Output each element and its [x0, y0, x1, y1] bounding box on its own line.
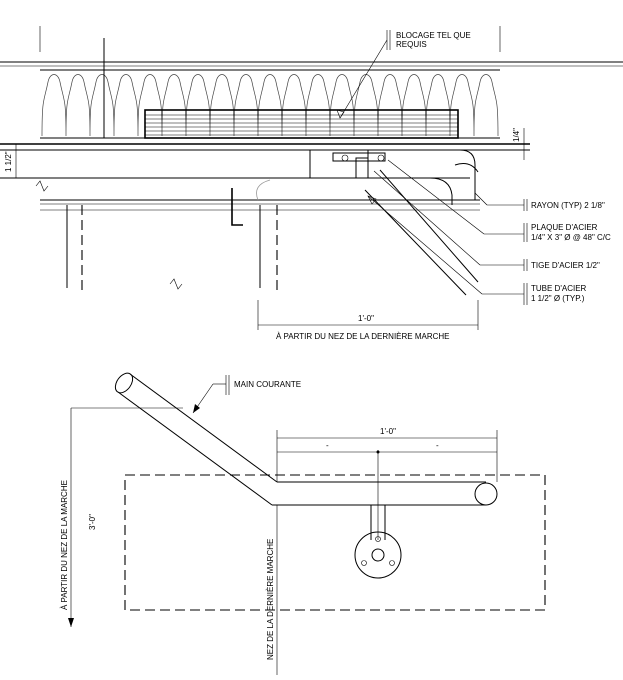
- plate-bolt-left: [341, 154, 349, 162]
- callout-plate: PLAQUE D'ACIER 1/4" X 3" Ø @ 48" C/C: [387, 159, 611, 242]
- callout-tube: TUBE D'ACIER 1 1/2" Ø (TYP.): [367, 195, 587, 305]
- dim-right-height-label: 1/4": [512, 128, 521, 142]
- last-nosing-label: NEZ DE LA DERNIÈRE MARCHE: [266, 539, 275, 660]
- plan-dim-right-half: -: [436, 441, 439, 450]
- blocking: [144, 109, 459, 139]
- insulation-batt-pattern: [41, 74, 499, 137]
- section-view: 1 1/2" 1/4" 1'-0" À PARTIR DU NEZ DE LA …: [0, 26, 623, 341]
- plan-dim-left-half: -: [326, 441, 329, 450]
- blocking-label-1: BLOCAGE TEL QUE: [396, 31, 471, 40]
- dim-horizontal: 1'-0" À PARTIR DU NEZ DE LA DERNIÈRE MAR…: [257, 300, 479, 341]
- tube-end-cap: [454, 163, 479, 173]
- tube-label-2: 1 1/2" Ø (TYP.): [531, 294, 585, 303]
- plan-dim-vertical-label: 3'-0": [88, 514, 97, 530]
- tube-return-curve: [395, 149, 476, 200]
- bracket-mark: [231, 188, 243, 226]
- break-mark-bottom: [169, 278, 183, 290]
- diagonal-tube-2: [364, 189, 467, 296]
- plan-dim-top: 1'-0" - -: [276, 427, 498, 540]
- faint-curve: [256, 179, 271, 201]
- landing-outline: [124, 474, 546, 611]
- handrail-label: MAIN COURANTE: [234, 380, 301, 389]
- dim-horizontal-label: 1'-0": [358, 314, 374, 323]
- last-nosing-line: NEZ DE LA DERNIÈRE MARCHE: [266, 505, 278, 675]
- callout-handrail: MAIN COURANTE: [192, 375, 301, 414]
- dim-right-height: 1/4": [512, 128, 530, 160]
- break-mark-left: [35, 180, 49, 192]
- dim-left-height-label: 1 1/2": [4, 151, 13, 172]
- callout-radius: RAYON (TYP) 2 1/8": [474, 192, 605, 211]
- callout-rod: TIGE D'ACIER 1/2": [373, 170, 600, 271]
- diagonal-tube-1: [379, 169, 479, 283]
- steel-rod: [355, 157, 369, 179]
- tube-label-1: TUBE D'ACIER: [531, 284, 587, 293]
- handrail-tube: [114, 372, 498, 506]
- plate-label-2: 1/4" X 3" Ø @ 48" C/C: [531, 233, 611, 242]
- dim-left-height: 1 1/2": [4, 143, 24, 179]
- blocking-label-2: REQUIS: [396, 40, 427, 49]
- tube-return-inner: [429, 177, 453, 205]
- rod-label: TIGE D'ACIER 1/2": [531, 261, 600, 270]
- plate-label-1: PLAQUE D'ACIER: [531, 223, 598, 232]
- plan-dim-vertical: 3'-0" À PARTIR DU NEZ DE LA MARCHE: [60, 407, 183, 627]
- plate-bolt-right: [377, 154, 385, 162]
- plan-view: 1'-0" - - 3'-0" À PARTIR DU NEZ DE LA MA…: [60, 372, 546, 675]
- plan-dim-top-label: 1'-0": [380, 427, 396, 436]
- dim-horizontal-note: À PARTIR DU NEZ DE LA DERNIÈRE MARCHE: [276, 332, 450, 341]
- plan-dim-vertical-note: À PARTIR DU NEZ DE LA MARCHE: [60, 480, 69, 610]
- rod-center: [371, 548, 385, 562]
- tube-handrail-box: [309, 149, 369, 179]
- tube-end-circle: [474, 482, 498, 506]
- callout-blocking: BLOCAGE TEL QUE REQUIS: [336, 30, 471, 119]
- steel-plate: [332, 152, 386, 162]
- radius-label: RAYON (TYP) 2 1/8": [531, 201, 605, 210]
